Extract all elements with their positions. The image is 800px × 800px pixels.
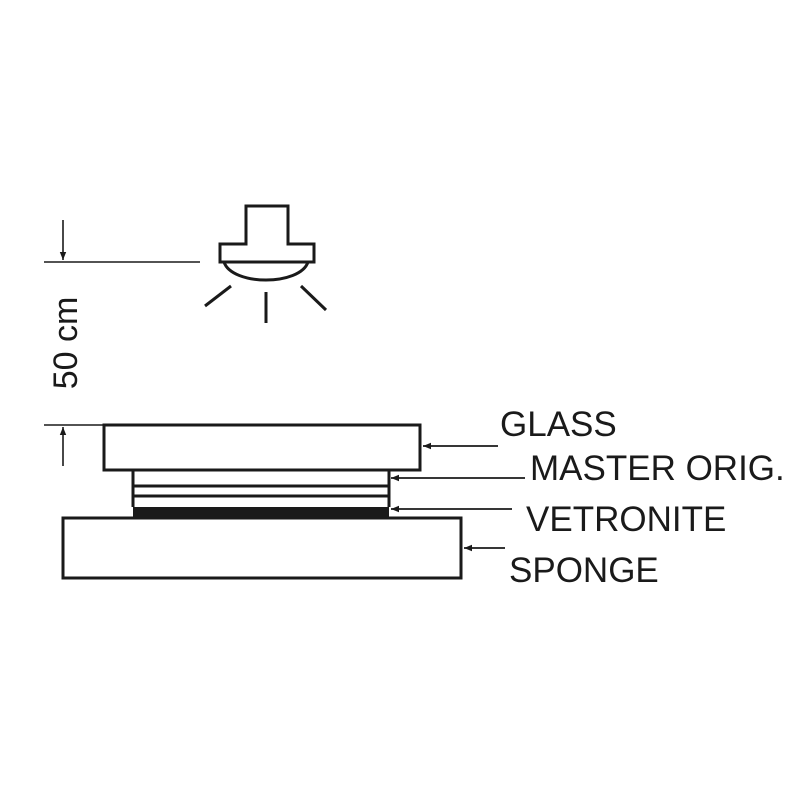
sponge-layer [61, 516, 463, 580]
light-ray-right [299, 284, 328, 312]
master-label: MASTER ORIG. [530, 449, 785, 488]
vetronite-label: VETRONITE [526, 500, 726, 539]
distance-dimension [44, 220, 200, 466]
light-ray-left [204, 284, 232, 308]
glass-layer [102, 423, 422, 472]
sponge-label: SPONGE [509, 551, 659, 590]
lamp-icon [204, 204, 328, 323]
vetronite-layer [133, 507, 389, 518]
glass-label: GLASS [500, 405, 617, 444]
label-arrows [391, 442, 525, 552]
distance-label: 50 cm [47, 297, 85, 390]
master-original-layer [131, 470, 391, 507]
